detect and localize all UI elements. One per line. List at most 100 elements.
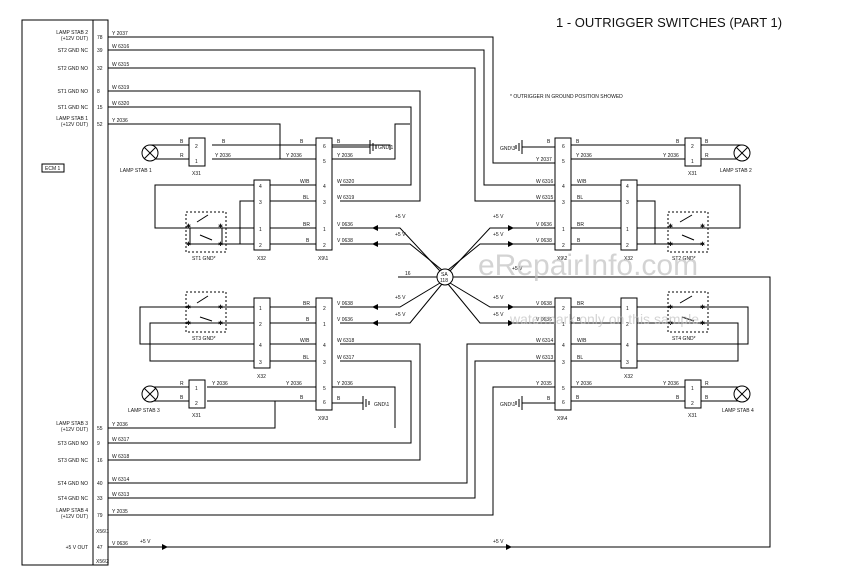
svg-text:Y 2036: Y 2036 xyxy=(337,381,353,387)
svg-text:✱: ✱ xyxy=(668,241,673,248)
svg-text:2: 2 xyxy=(626,322,629,328)
svg-text:4: 4 xyxy=(562,184,565,190)
svg-text:X32: X32 xyxy=(257,374,266,380)
svg-text:R: R xyxy=(705,153,709,159)
x94-connector: 2 1 4 3 5 6 X9\4 xyxy=(554,297,572,422)
ecm-pin-row: LAMP STAB 3 (+12V OUT) 55 Y 2036 xyxy=(56,421,128,433)
svg-text:+5 V: +5 V xyxy=(493,214,504,220)
x32-connector: 1 2 4 3 X32 xyxy=(253,297,271,380)
svg-text:W 6317: W 6317 xyxy=(337,355,354,361)
lamp-label: LAMP STAB 2 xyxy=(720,168,752,174)
svg-text:GND\1: GND\1 xyxy=(378,145,394,151)
ground-gnd1: GND\1 xyxy=(363,140,394,154)
svg-text:W 6316: W 6316 xyxy=(112,44,129,50)
svg-text:B: B xyxy=(306,317,310,323)
svg-text:3: 3 xyxy=(323,200,326,206)
svg-text:1: 1 xyxy=(259,306,262,312)
svg-text:Y 2036: Y 2036 xyxy=(286,381,302,387)
lamp-label: LAMP STAB 4 xyxy=(722,408,754,414)
svg-text:V 0638: V 0638 xyxy=(536,238,552,244)
svg-text:BR: BR xyxy=(303,301,310,307)
svg-text:+5 V OUT: +5 V OUT xyxy=(66,545,88,551)
ecm-pin-row: LAMP STAB 1 (+12V OUT) 52 Y 2036 xyxy=(56,116,128,128)
svg-text:ST3 GND*: ST3 GND* xyxy=(192,336,216,342)
svg-text:79: 79 xyxy=(97,513,103,519)
svg-text:3: 3 xyxy=(562,360,565,366)
x31-connector: 2 1 X31 xyxy=(684,137,702,177)
svg-text:W/B: W/B xyxy=(300,338,310,344)
ecm-pin-row: +5 V OUT 47 V 0636 xyxy=(66,541,128,551)
svg-text:BR: BR xyxy=(577,222,584,228)
svg-text:Y 2035: Y 2035 xyxy=(536,381,552,387)
svg-text:+5 V: +5 V xyxy=(395,232,406,238)
ecm-pin-row: ST2 GND NO 32 W 6315 xyxy=(57,62,129,72)
svg-text:47: 47 xyxy=(97,545,103,551)
svg-text:✱: ✱ xyxy=(218,223,223,230)
ecm-pin-row: ST4 GND NO 40 W 6314 xyxy=(57,477,129,487)
svg-text:5: 5 xyxy=(562,386,565,392)
svg-text:5: 5 xyxy=(323,159,326,165)
svg-text:W 6318: W 6318 xyxy=(112,454,129,460)
svg-text:1: 1 xyxy=(259,227,262,233)
lamp-stab3 xyxy=(141,385,159,403)
svg-text:ST3 GND NO: ST3 GND NO xyxy=(57,441,88,447)
svg-text:✱: ✱ xyxy=(668,223,673,230)
svg-text:✱: ✱ xyxy=(700,304,705,311)
svg-text:B: B xyxy=(337,139,341,145)
svg-text:1: 1 xyxy=(195,386,198,392)
svg-text:BL: BL xyxy=(577,355,583,361)
x92-connector: 6 5 4 3 1 2 X9\2 xyxy=(554,137,572,262)
svg-text:ST2 GND NC: ST2 GND NC xyxy=(58,48,89,54)
svg-text:BL: BL xyxy=(303,195,309,201)
switch-st1: ✱ ✱ ✱ ✱ ST1 GND* xyxy=(154,184,254,262)
svg-text:X9\1: X9\1 xyxy=(318,256,329,262)
svg-text:X32: X32 xyxy=(257,256,266,262)
svg-text:LAMP STAB 3: LAMP STAB 3 xyxy=(56,421,88,427)
svg-text:(+12V OUT): (+12V OUT) xyxy=(61,514,88,520)
svg-text:V 0638: V 0638 xyxy=(536,301,552,307)
switch-st4: ✱ ✱ ✱ ✱ ST4 GND* xyxy=(637,291,749,362)
x91-connector: 6 5 4 3 1 2 X9\1 xyxy=(315,137,333,262)
svg-text:ST2 GND*: ST2 GND* xyxy=(672,256,696,262)
ecm-pin-row: ST4 GND NC 33 W 6313 xyxy=(58,492,130,502)
svg-text:1: 1 xyxy=(323,322,326,328)
diagram-title: 1 - OUTRIGGER SWITCHES (PART 1) xyxy=(556,15,782,30)
svg-text:V 0636: V 0636 xyxy=(337,317,353,323)
svg-text:4: 4 xyxy=(259,184,262,190)
splice-wire-label: 16 xyxy=(405,271,411,277)
svg-text:(+12V OUT): (+12V OUT) xyxy=(61,36,88,42)
svg-text:B: B xyxy=(576,139,580,145)
ecm-block xyxy=(21,19,109,566)
svg-text:1: 1 xyxy=(626,227,629,233)
svg-text:W/B: W/B xyxy=(577,179,587,185)
svg-text:W 6318: W 6318 xyxy=(337,338,354,344)
svg-text:2: 2 xyxy=(195,401,198,407)
svg-text:2: 2 xyxy=(562,243,565,249)
svg-text:+5 V: +5 V xyxy=(493,232,504,238)
svg-text:X31: X31 xyxy=(688,171,697,177)
svg-text:1: 1 xyxy=(562,227,565,233)
svg-text:+5 V: +5 V xyxy=(493,295,504,301)
svg-text:ST4 GND NC: ST4 GND NC xyxy=(58,496,89,502)
wire xyxy=(332,144,391,150)
svg-text:3: 3 xyxy=(562,200,565,206)
svg-text:2: 2 xyxy=(323,243,326,249)
svg-text:B: B xyxy=(222,139,226,145)
svg-text:4: 4 xyxy=(323,184,326,190)
x31-connector: 1 2 X31 xyxy=(188,379,206,419)
switch-st3: ✱ ✱ ✱ ✱ ST3 GND* xyxy=(139,291,254,362)
svg-text:B: B xyxy=(306,238,310,244)
svg-text:V 0636: V 0636 xyxy=(337,222,353,228)
svg-text:3: 3 xyxy=(323,360,326,366)
svg-text:+5 V: +5 V xyxy=(395,312,406,318)
svg-text:Y 2037: Y 2037 xyxy=(536,157,552,163)
svg-text:BR: BR xyxy=(577,301,584,307)
svg-text:6: 6 xyxy=(562,400,565,406)
svg-text:Y 2036: Y 2036 xyxy=(663,381,679,387)
svg-text:3: 3 xyxy=(259,200,262,206)
svg-text:1: 1 xyxy=(691,386,694,392)
svg-text:118: 118 xyxy=(440,278,448,284)
svg-text:B: B xyxy=(705,395,709,401)
x32-connector: 4 3 1 2 X32 xyxy=(253,179,271,262)
ecm-pin-row: LAMP STAB 2 (+12V OUT) 78 Y 2037 xyxy=(56,30,128,42)
